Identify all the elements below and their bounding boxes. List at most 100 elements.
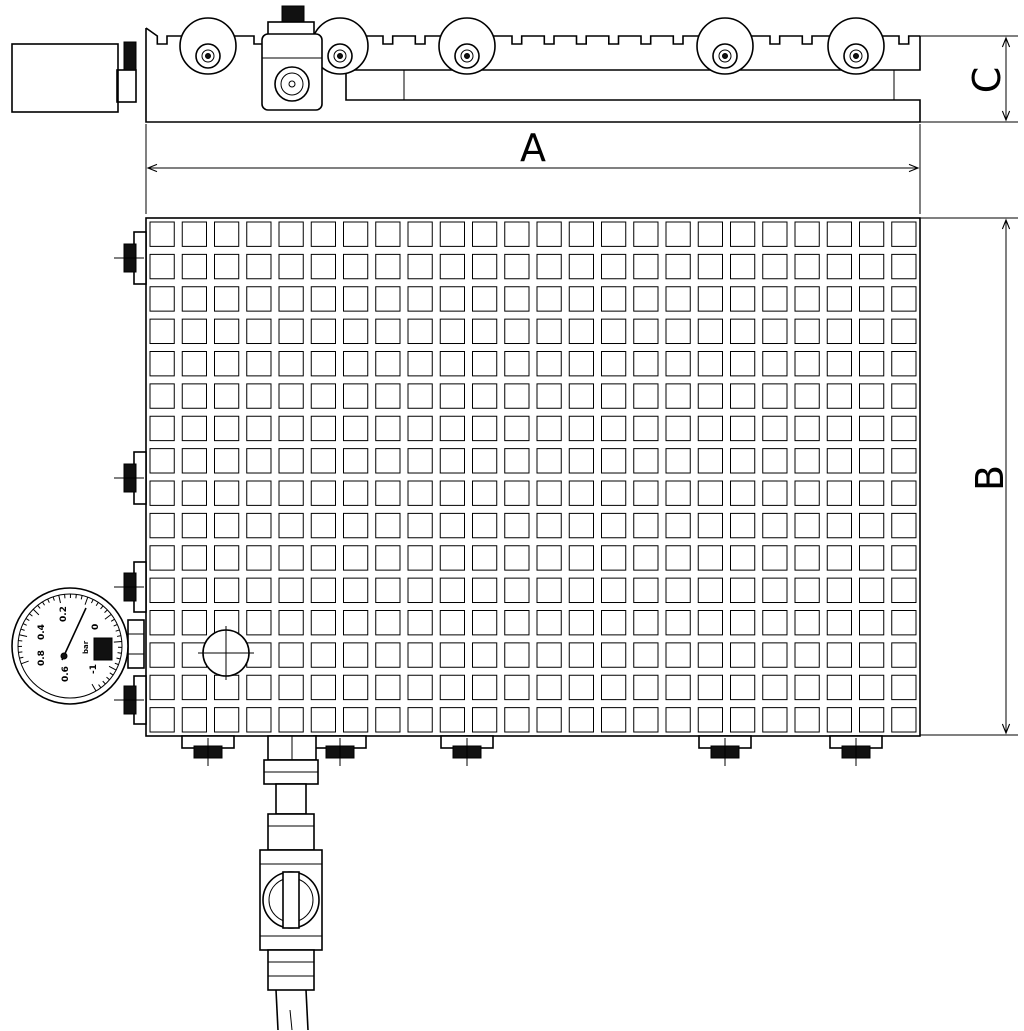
grid-cell bbox=[794, 351, 820, 377]
grid-cell bbox=[278, 674, 304, 701]
grid-cell bbox=[697, 512, 723, 539]
gauge-label-0-6: 0.6 bbox=[61, 666, 71, 682]
gauge-tick bbox=[28, 613, 33, 617]
grid-cell bbox=[181, 286, 207, 312]
grid-cell bbox=[568, 448, 594, 474]
grid-cell bbox=[214, 674, 240, 701]
grid-cell bbox=[826, 512, 852, 539]
grid-cell bbox=[472, 351, 498, 377]
grid-cell bbox=[310, 351, 336, 377]
grid-cell bbox=[859, 545, 885, 571]
grid-cell bbox=[407, 318, 433, 345]
left-clamps bbox=[114, 231, 147, 725]
grid-cell bbox=[568, 674, 594, 701]
grid-cell bbox=[891, 674, 917, 701]
grid-cell bbox=[504, 286, 530, 312]
grid-cell bbox=[891, 286, 917, 312]
grid-cell bbox=[794, 480, 820, 506]
grid-cell bbox=[375, 286, 401, 312]
grid-cell bbox=[310, 577, 336, 604]
grid-cell bbox=[859, 351, 885, 377]
grid-cell bbox=[343, 318, 369, 345]
grid-cell bbox=[181, 512, 207, 539]
grid-cell bbox=[504, 480, 530, 506]
grid-cell bbox=[343, 448, 369, 474]
grid-cell bbox=[278, 253, 304, 280]
bottom-clamp bbox=[698, 735, 752, 766]
grid-cell bbox=[310, 221, 336, 247]
grid-cell bbox=[407, 448, 433, 474]
grid-cell bbox=[697, 610, 723, 636]
grid-cell bbox=[762, 351, 788, 377]
grid-cell bbox=[891, 221, 917, 247]
grid-cell bbox=[762, 545, 788, 571]
grid-cell bbox=[633, 415, 659, 442]
grid-cell bbox=[343, 674, 369, 701]
grid-cell bbox=[310, 415, 336, 442]
grid-cell bbox=[439, 545, 465, 571]
grid-cell bbox=[472, 707, 498, 733]
grid-cell bbox=[310, 480, 336, 506]
hose-valve-assembly bbox=[259, 735, 323, 1031]
grid-cell bbox=[310, 253, 336, 280]
grid-cell bbox=[794, 512, 820, 539]
grid-cell bbox=[310, 318, 336, 345]
grid-cell bbox=[730, 318, 756, 345]
grid-cell bbox=[536, 480, 562, 506]
grid-cell bbox=[762, 707, 788, 733]
grid-cell bbox=[697, 383, 723, 409]
grid-cell bbox=[214, 253, 240, 280]
grid-cell bbox=[794, 610, 820, 636]
grid-cell bbox=[665, 512, 691, 539]
grid-cell bbox=[278, 707, 304, 733]
gauge-tick bbox=[100, 605, 104, 610]
side-roller bbox=[827, 17, 885, 75]
grid-cell bbox=[826, 351, 852, 377]
grid-cell bbox=[375, 480, 401, 506]
grid-cell bbox=[278, 512, 304, 539]
gauge-tick bbox=[117, 652, 122, 654]
grid-cell bbox=[407, 707, 433, 733]
grid-cell bbox=[472, 253, 498, 280]
gauge-tick bbox=[52, 596, 55, 601]
left-clamp bbox=[114, 231, 147, 285]
gauge-tick bbox=[32, 608, 40, 616]
grid-cell bbox=[601, 642, 627, 668]
grid-cell bbox=[149, 286, 175, 312]
grid-cell bbox=[891, 707, 917, 733]
grid-cell bbox=[310, 545, 336, 571]
grid-cell bbox=[665, 286, 691, 312]
grid-cell bbox=[407, 221, 433, 247]
grid-cell bbox=[149, 415, 175, 442]
grid-cell bbox=[665, 610, 691, 636]
gauge-tick bbox=[104, 613, 112, 620]
grid-cell bbox=[504, 545, 530, 571]
grid-cell bbox=[891, 253, 917, 280]
grid-cell bbox=[601, 480, 627, 506]
grid-cell bbox=[149, 545, 175, 571]
grid-cell bbox=[504, 221, 530, 247]
grid-cell bbox=[246, 512, 272, 539]
grid-cell bbox=[826, 545, 852, 571]
grid-cell bbox=[246, 545, 272, 571]
grid-cell bbox=[407, 480, 433, 506]
grid-cell bbox=[568, 545, 594, 571]
grid-cell bbox=[181, 480, 207, 506]
grid-cell bbox=[794, 707, 820, 733]
grid-cell bbox=[601, 707, 627, 733]
grid-cell bbox=[375, 512, 401, 539]
grid-cell bbox=[278, 415, 304, 442]
grid-cell bbox=[504, 415, 530, 442]
gauge-tick bbox=[47, 598, 50, 603]
grid-cell bbox=[343, 545, 369, 571]
grid-cell bbox=[343, 512, 369, 539]
grid-cell bbox=[826, 448, 852, 474]
grid-cell bbox=[149, 610, 175, 636]
grid-cell bbox=[439, 286, 465, 312]
grid-cell bbox=[697, 253, 723, 280]
grid-cell bbox=[536, 221, 562, 247]
grid-cell bbox=[601, 674, 627, 701]
grid-cell bbox=[762, 318, 788, 345]
grid-cell bbox=[633, 610, 659, 636]
grid-cell bbox=[536, 707, 562, 733]
